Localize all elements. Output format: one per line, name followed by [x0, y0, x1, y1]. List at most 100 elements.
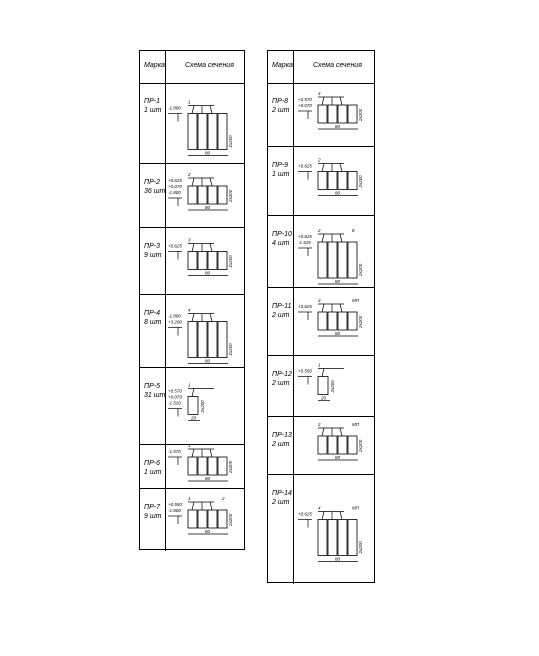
callout-number: 2	[317, 422, 321, 427]
level-mark: +0.625	[298, 164, 312, 169]
callout-tick	[191, 388, 195, 397]
section-bar	[187, 509, 198, 529]
callout-number: 1	[188, 383, 191, 388]
callout-tick	[339, 233, 343, 243]
header-mark: Марка	[272, 62, 293, 69]
row-divider	[140, 368, 166, 444]
callout-number: 4	[318, 506, 321, 511]
callout-tick	[209, 243, 213, 252]
header-divider	[268, 51, 294, 83]
row-mark: ПР-9	[272, 162, 288, 169]
row-quantity: 2 шт	[272, 499, 290, 506]
section-bar	[187, 113, 198, 150]
header-section: Схема сечения	[313, 62, 362, 69]
height-label: 2x200	[358, 439, 363, 453]
row-mark-label: ПР-1 1 шт	[144, 97, 161, 115]
dimension-label: 80	[335, 191, 341, 196]
callout-number-2: МП	[352, 298, 360, 303]
section-bar	[207, 113, 218, 150]
level-mark: +0.570	[298, 97, 312, 102]
level-mark: +0.070	[168, 184, 182, 189]
callout-number: 1	[188, 443, 191, 448]
section-bar	[187, 321, 198, 358]
row-mark: ПР-5	[144, 383, 160, 390]
height-label: 2x200	[358, 315, 363, 329]
section-bar	[207, 456, 218, 476]
section-bar	[317, 241, 328, 279]
section-bar	[327, 171, 338, 190]
level-mark: +0.570	[168, 389, 182, 394]
row-divider	[268, 147, 294, 215]
row-divider	[268, 83, 294, 146]
section-bar	[197, 456, 208, 476]
level-mark: +0.550	[168, 502, 182, 507]
callout-number: 2	[317, 228, 321, 233]
height-label: 2x200	[228, 460, 233, 474]
row-quantity: 36 шт	[144, 188, 166, 195]
callout-number: 1	[318, 363, 321, 368]
callout-number: 1	[188, 100, 191, 105]
section-bar	[327, 435, 338, 455]
section-bar	[327, 311, 338, 331]
level-mark: +3.200	[168, 320, 182, 325]
callout-tick	[321, 511, 325, 520]
callout-number: 4	[318, 91, 321, 96]
section-bar	[337, 104, 348, 124]
height-label: 2x200	[200, 400, 205, 414]
callout-tick	[209, 105, 213, 114]
dimension-label: 80	[205, 529, 211, 534]
row-quantity: 1 шт	[144, 107, 162, 114]
callout-tick	[191, 105, 195, 114]
header-divider	[140, 51, 166, 83]
level-mark: -1.800	[168, 190, 181, 195]
section-bar	[217, 321, 228, 358]
row-divider	[140, 164, 166, 227]
level-mark: +0.625	[168, 178, 182, 183]
section-bar	[217, 509, 228, 529]
row-mark: ПР-8	[272, 98, 288, 105]
section-bar	[347, 241, 358, 279]
callout-tick	[191, 177, 195, 187]
callout-tick	[339, 427, 343, 437]
callout-tick	[191, 313, 195, 322]
callout-number: 1	[188, 496, 191, 501]
row-divider	[268, 288, 294, 355]
dimension-label: 20	[320, 396, 327, 401]
level-mark: -1.800	[168, 314, 181, 319]
row-mark: ПР-1	[144, 98, 160, 105]
callout-tick	[209, 177, 213, 187]
callout-number: 4	[188, 308, 191, 313]
dimension-label: 80	[205, 151, 211, 156]
level-mark: +0.625	[168, 244, 182, 249]
dimension-label: 80	[335, 557, 341, 562]
level-mark: -1.520	[168, 401, 181, 406]
table-header: Марка Схема сечения	[268, 51, 374, 84]
section-bar	[337, 171, 348, 190]
section-bar	[217, 185, 228, 205]
section-bar	[337, 311, 348, 331]
dimension-label: 80	[335, 279, 341, 284]
section-bar	[347, 311, 358, 331]
header-mark: Марка	[144, 62, 165, 69]
section-bar	[337, 435, 348, 455]
height-label: 2x200	[330, 380, 335, 394]
section-bar	[347, 104, 358, 124]
callout-tick	[321, 368, 325, 377]
dimension-label: 80	[205, 205, 211, 210]
